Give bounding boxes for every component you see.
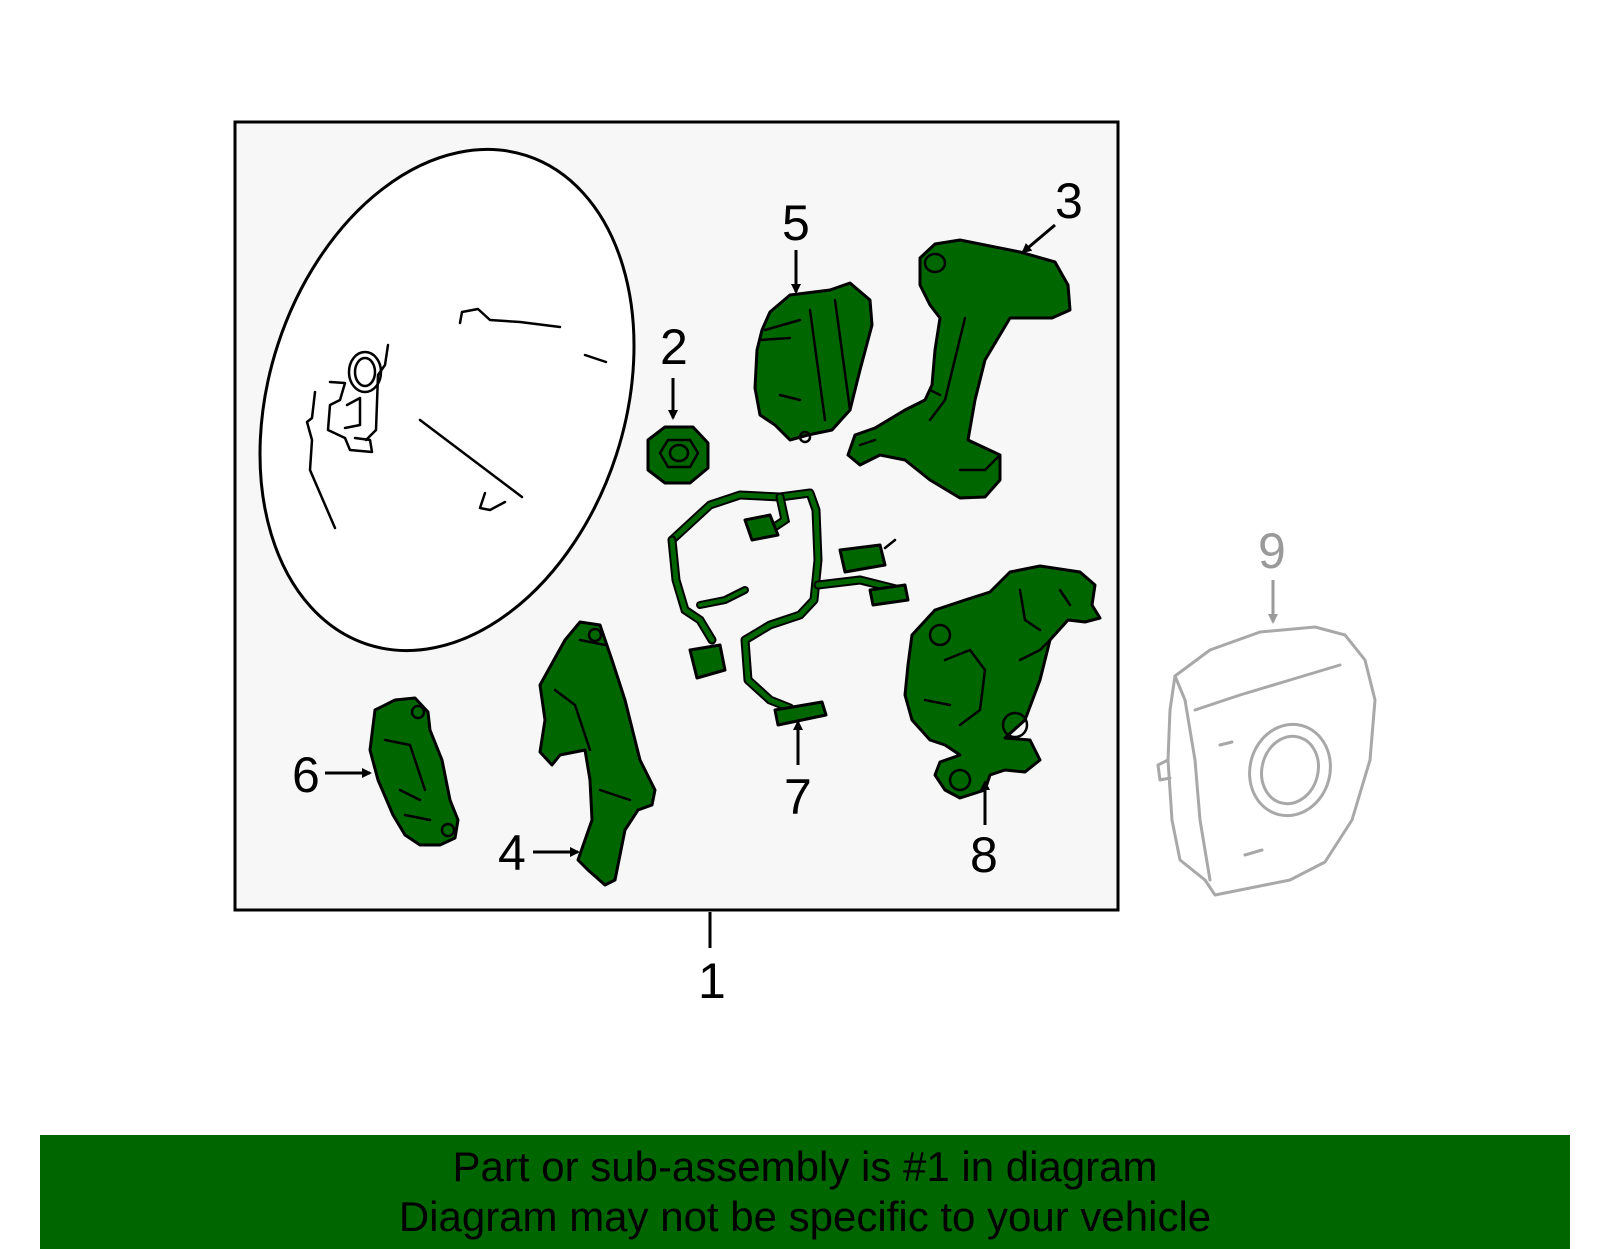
- callout-1: 1: [698, 953, 726, 1009]
- part-2-nut: [646, 425, 710, 485]
- banner-line-2: Diagram may not be specific to your vehi…: [398, 1193, 1212, 1240]
- part-5-switch: [753, 281, 874, 444]
- banner-line-1: Part or sub-assembly is #1 in diagram: [452, 1143, 1158, 1190]
- callout-9: 9: [1258, 523, 1286, 579]
- callout-3: 3: [1055, 173, 1083, 229]
- callout-4: 4: [498, 825, 526, 881]
- leader-3: [1021, 223, 1056, 254]
- item-9-airbag: [1156, 625, 1377, 897]
- part-3-cover: [846, 238, 1072, 500]
- callout-5: 5: [782, 195, 810, 251]
- part-7-harness: [667, 488, 910, 727]
- part-4-trim: [538, 620, 657, 887]
- steering-wheel-drawing: [258, 147, 636, 653]
- info-banner: Part or sub-assembly is #1 in diagram Di…: [40, 1135, 1570, 1249]
- callout-6: 6: [292, 747, 320, 803]
- part-8-housing: [903, 564, 1102, 800]
- callout-8: 8: [970, 827, 998, 883]
- callout-2: 2: [660, 319, 688, 375]
- callout-7: 7: [784, 769, 812, 825]
- part-6-switch: [368, 696, 460, 847]
